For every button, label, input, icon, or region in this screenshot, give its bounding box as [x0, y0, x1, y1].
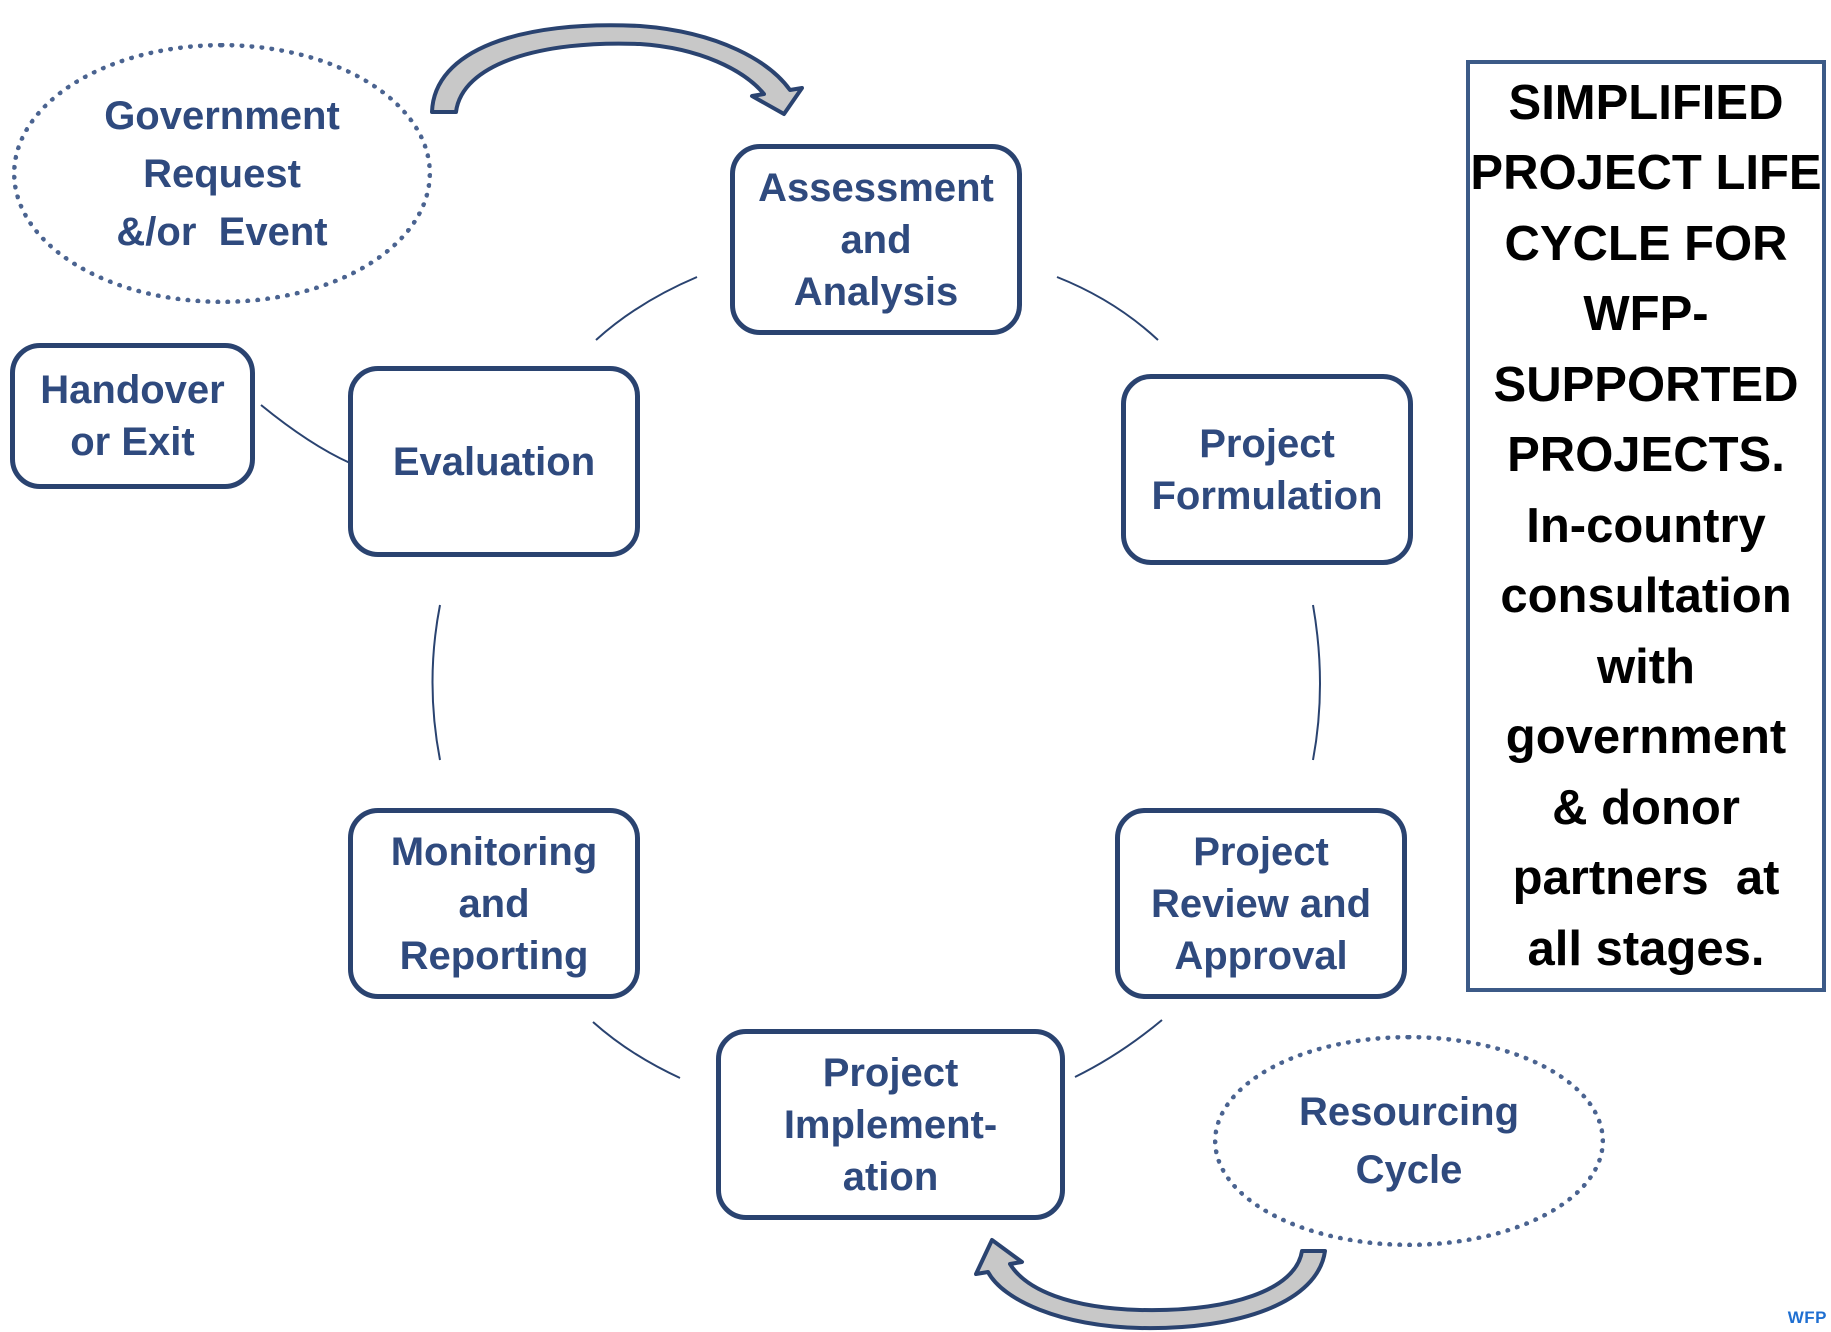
connector-formulation-review [1312, 604, 1321, 761]
monitoring-line-3: Reporting [399, 933, 589, 978]
title-line-8: consultation [1500, 569, 1792, 624]
government-request-line-1: Government [104, 93, 340, 138]
resourcing-cycle-line-1: Resourcing [1298, 1090, 1520, 1134]
review-line-3: Approval [1174, 933, 1348, 978]
title-line-11: & donor [1552, 780, 1740, 835]
title-line-9: with [1597, 639, 1695, 694]
implementation-line-2: Implement- [783, 1102, 998, 1147]
wfp-footer-mark: WFP [1787, 1308, 1827, 1327]
stage-handover-or-exit: Handover or Exit [10, 343, 255, 489]
implementation-line-3: ation [842, 1154, 939, 1199]
curved-arrow-resourcing-to-implementation [974, 1238, 1327, 1331]
connector-evaluation-assessment [595, 276, 698, 341]
stage-assessment-and-analysis: Assessment and Analysis [730, 144, 1022, 335]
monitoring-line-1: Monitoring [390, 829, 598, 874]
resourcing-cycle-line-2: Cycle [1355, 1148, 1463, 1192]
handover-line-1: Handover [40, 368, 225, 412]
title-line-3: CYCLE FOR [1504, 216, 1788, 271]
title-line-6: PROJECTS. [1507, 428, 1785, 483]
formulation-line-1: Project [1199, 421, 1335, 466]
diagram-title-box: SIMPLIFIED PROJECT LIFE CYCLE FOR WFP- S… [1466, 60, 1826, 992]
title-line-5: SUPPORTED [1493, 357, 1799, 412]
implementation-line-1: Project [822, 1050, 959, 1095]
connector-handover-evaluation [260, 404, 351, 464]
government-request-bubble: Government Request &/or Event [12, 43, 432, 304]
formulation-line-2: Formulation [1151, 473, 1383, 518]
curved-arrow-government-to-assessment [430, 23, 804, 116]
stage-project-implementation: Project Implement- ation [716, 1029, 1065, 1220]
stage-project-review-and-approval: Project Review and Approval [1115, 808, 1407, 999]
stage-project-formulation: Project Formulation [1121, 374, 1413, 565]
government-request-line-2: Request [143, 151, 301, 196]
handover-line-2: or Exit [70, 420, 195, 464]
assessment-line-1: Assessment [758, 165, 994, 210]
connector-review-implementation [1074, 1019, 1163, 1078]
connector-assessment-formulation [1056, 276, 1159, 341]
government-request-line-3: &/or Event [116, 209, 328, 254]
resourcing-cycle-bubble: Resourcing Cycle [1213, 1035, 1605, 1247]
assessment-line-3: Analysis [793, 269, 959, 314]
title-line-12: partners at [1512, 851, 1780, 906]
title-line-1: SIMPLIFIED [1508, 75, 1784, 130]
title-line-13: all stages. [1527, 921, 1765, 976]
title-line-10: government [1505, 710, 1787, 765]
review-line-2: Review and [1150, 881, 1372, 926]
connector-implementation-monitoring [592, 1021, 681, 1079]
stage-monitoring-and-reporting: Monitoring and Reporting [348, 808, 640, 999]
monitoring-line-2: and [458, 881, 530, 926]
stage-evaluation: Evaluation [348, 366, 640, 557]
title-line-2: PROJECT LIFE [1470, 146, 1822, 201]
title-line-7: In-country [1526, 498, 1766, 553]
review-line-1: Project [1193, 829, 1329, 874]
title-line-4: WFP- [1583, 287, 1709, 342]
evaluation-line-1: Evaluation [392, 439, 596, 484]
assessment-line-2: and [840, 217, 912, 262]
connector-monitoring-evaluation [431, 604, 441, 761]
